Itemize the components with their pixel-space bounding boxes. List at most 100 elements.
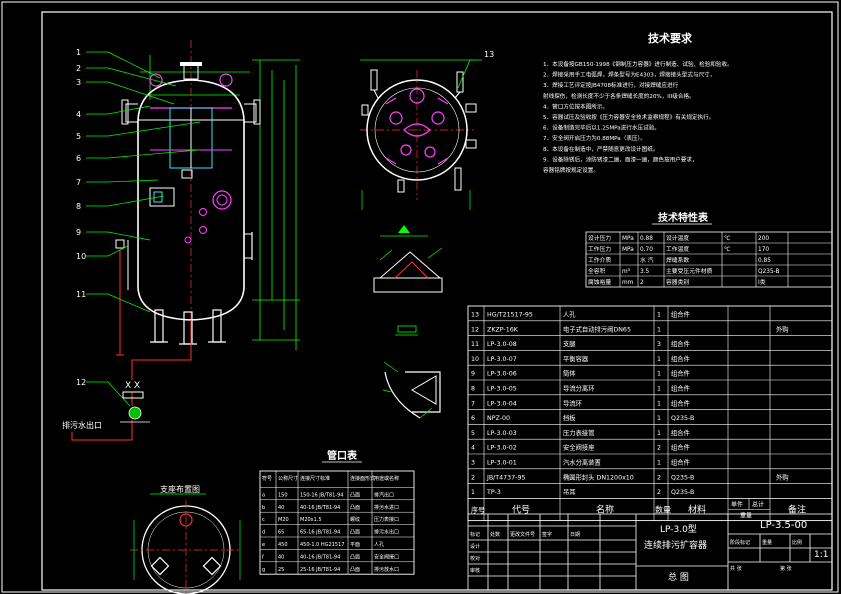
title-block-label: 共 张 bbox=[730, 565, 742, 572]
nozzle-header-cell: 符号 bbox=[262, 475, 272, 482]
callout-leader bbox=[107, 51, 161, 79]
callout-7: 7 bbox=[76, 178, 81, 187]
bom-cell: 13 bbox=[471, 312, 479, 319]
bom-cell: 1 bbox=[657, 386, 661, 393]
bom-cell: 筒体 bbox=[563, 369, 576, 378]
spec-cell: 170 bbox=[758, 247, 769, 253]
requirement-line: 1．本设备按GB150-1998《钢制压力容器》进行制造、试验、检验和验收。 bbox=[543, 60, 733, 68]
callout-leader bbox=[107, 195, 165, 207]
bom-cell: 1 bbox=[657, 430, 661, 437]
title-block-label: 第 张 bbox=[780, 565, 792, 572]
bom-cell: 1 bbox=[657, 400, 661, 407]
bom-cell: 2 bbox=[657, 445, 661, 452]
callout-leader bbox=[107, 245, 129, 257]
spec-cell: 工作压力 bbox=[588, 245, 611, 253]
title-block-label: 比例 bbox=[792, 539, 802, 546]
nozzle-cell: 安全阀接口 bbox=[374, 553, 399, 560]
spec-table-frame bbox=[585, 231, 833, 288]
support-view-title: 支座布置图 bbox=[160, 484, 200, 494]
bom-header-name: 名称 bbox=[596, 503, 614, 515]
nozzle-cell: b bbox=[262, 505, 265, 511]
title-block-label: 标记 bbox=[470, 531, 480, 538]
nozzle-cell: 25 bbox=[278, 567, 284, 573]
requirement-line: 3．焊接工艺评定按JB4708标准进行，对接焊缝应进行 bbox=[543, 81, 679, 89]
spec-cell: 主要受压元件材质 bbox=[666, 267, 713, 275]
svg-text:X X: X X bbox=[125, 381, 140, 391]
bom-cell: 1 bbox=[657, 356, 661, 363]
bom-header-total: 总计 bbox=[752, 500, 764, 508]
callout-10: 10 bbox=[76, 252, 86, 261]
nozzle-cell: 排污水出口 bbox=[374, 529, 399, 536]
requirement-line: 7．安全阀开启压力为0.88MPa（表压）。 bbox=[543, 134, 646, 142]
weld-detail-b bbox=[382, 325, 441, 419]
inner-frame bbox=[41, 11, 833, 591]
callout-leader bbox=[107, 81, 175, 105]
bom-cell: 4 bbox=[471, 445, 475, 452]
bom-cell: 人孔 bbox=[563, 311, 576, 319]
bom-header-no: 序号 bbox=[471, 505, 485, 514]
spec-cell: 腐蚀裕量 bbox=[588, 278, 611, 286]
bom-cell: 支腿 bbox=[563, 339, 576, 348]
bom-cell: LP-3.0-01 bbox=[487, 460, 517, 467]
tech-requirements-title: 技术要求 bbox=[648, 31, 693, 45]
callout-leader bbox=[107, 67, 177, 87]
bom-frame bbox=[467, 305, 833, 522]
bom-cell: 2 bbox=[657, 489, 661, 496]
spec-cell: 2 bbox=[640, 280, 644, 286]
callout-leader bbox=[107, 231, 151, 241]
title-block-label: 设计 bbox=[470, 543, 480, 550]
callout-6: 6 bbox=[76, 154, 81, 163]
bom-cell: 外购 bbox=[776, 324, 789, 333]
bom-cell: ZKZP-16K bbox=[487, 326, 519, 333]
spec-cell: 0.88 bbox=[640, 236, 653, 242]
nozzle-cell: 65 bbox=[278, 530, 284, 536]
nozzle-cell: 40 bbox=[278, 554, 284, 560]
nozzle-cell: M20 bbox=[278, 517, 289, 523]
bom-cell: 8 bbox=[471, 386, 475, 393]
nozzle-cell: 压力表接口 bbox=[374, 516, 399, 523]
bom-cell: Q235-B bbox=[671, 474, 694, 481]
bom-header-weight: 重量 bbox=[740, 511, 752, 519]
bom-cell: 椭圆形封头 DN1200x10 bbox=[563, 472, 634, 481]
bom-cell: 挡板 bbox=[563, 413, 576, 422]
bom-cell: 1 bbox=[471, 489, 475, 496]
title-block-label: 签字 bbox=[542, 531, 552, 538]
nozzle-cell: c bbox=[262, 517, 265, 523]
title-drawing-no: LP-3.5-00 bbox=[760, 520, 807, 531]
bom-cell: 11 bbox=[471, 341, 479, 348]
title-block-label: 重量 bbox=[762, 539, 772, 546]
bom-cell: 组合件 bbox=[671, 339, 690, 348]
spec-cell: 3.5 bbox=[640, 269, 650, 275]
bom-cell: LP-3.0-04 bbox=[487, 400, 517, 407]
callout-leader bbox=[107, 293, 151, 313]
nozzle-cell: f bbox=[262, 554, 264, 560]
spec-cell: mm bbox=[622, 280, 634, 286]
bom-cell: 3 bbox=[657, 341, 661, 348]
bom-cell: 组合件 bbox=[671, 384, 690, 393]
title-block-label: 审核 bbox=[470, 567, 480, 574]
requirement-line: 射线探伤，检测长度不少于各条焊缝长度的20%，III级合格。 bbox=[543, 92, 695, 100]
support-layout-view: 支座布置图 bbox=[130, 484, 242, 594]
callout-5: 5 bbox=[76, 132, 81, 141]
title-block-label: 阶段标记 bbox=[730, 539, 750, 546]
tech-specs-title: 技术特性表 bbox=[658, 211, 709, 224]
vessel-elevation: X X 排污水出口 bbox=[62, 40, 300, 441]
nozzle-cell: 凸面 bbox=[350, 492, 360, 498]
bom-cell: LP-3.0-06 bbox=[487, 371, 517, 378]
nozzle-cell: 人孔 bbox=[374, 541, 384, 548]
bom-cell: TP-3 bbox=[486, 489, 501, 496]
callout-8: 8 bbox=[76, 202, 81, 211]
bom-cell: 平衡容器 bbox=[563, 354, 589, 363]
weld-detail-a bbox=[373, 225, 443, 293]
bom-header-single: 单件 bbox=[731, 500, 743, 508]
bom-cell: 1 bbox=[657, 371, 661, 378]
requirement-line: 4．管口方位按本图所示。 bbox=[543, 102, 608, 110]
bom-cell: 安全阀接座 bbox=[563, 443, 594, 452]
nozzle-cell: e bbox=[262, 542, 265, 548]
title-block: 标记处数更改文件号签字日期设计校对审核阶段标记重量比例共 张第 张 LP-3.0… bbox=[467, 513, 833, 591]
callout-leader bbox=[107, 381, 131, 407]
nozzle-cell: 450 bbox=[278, 542, 288, 548]
callout-leader bbox=[107, 179, 159, 183]
